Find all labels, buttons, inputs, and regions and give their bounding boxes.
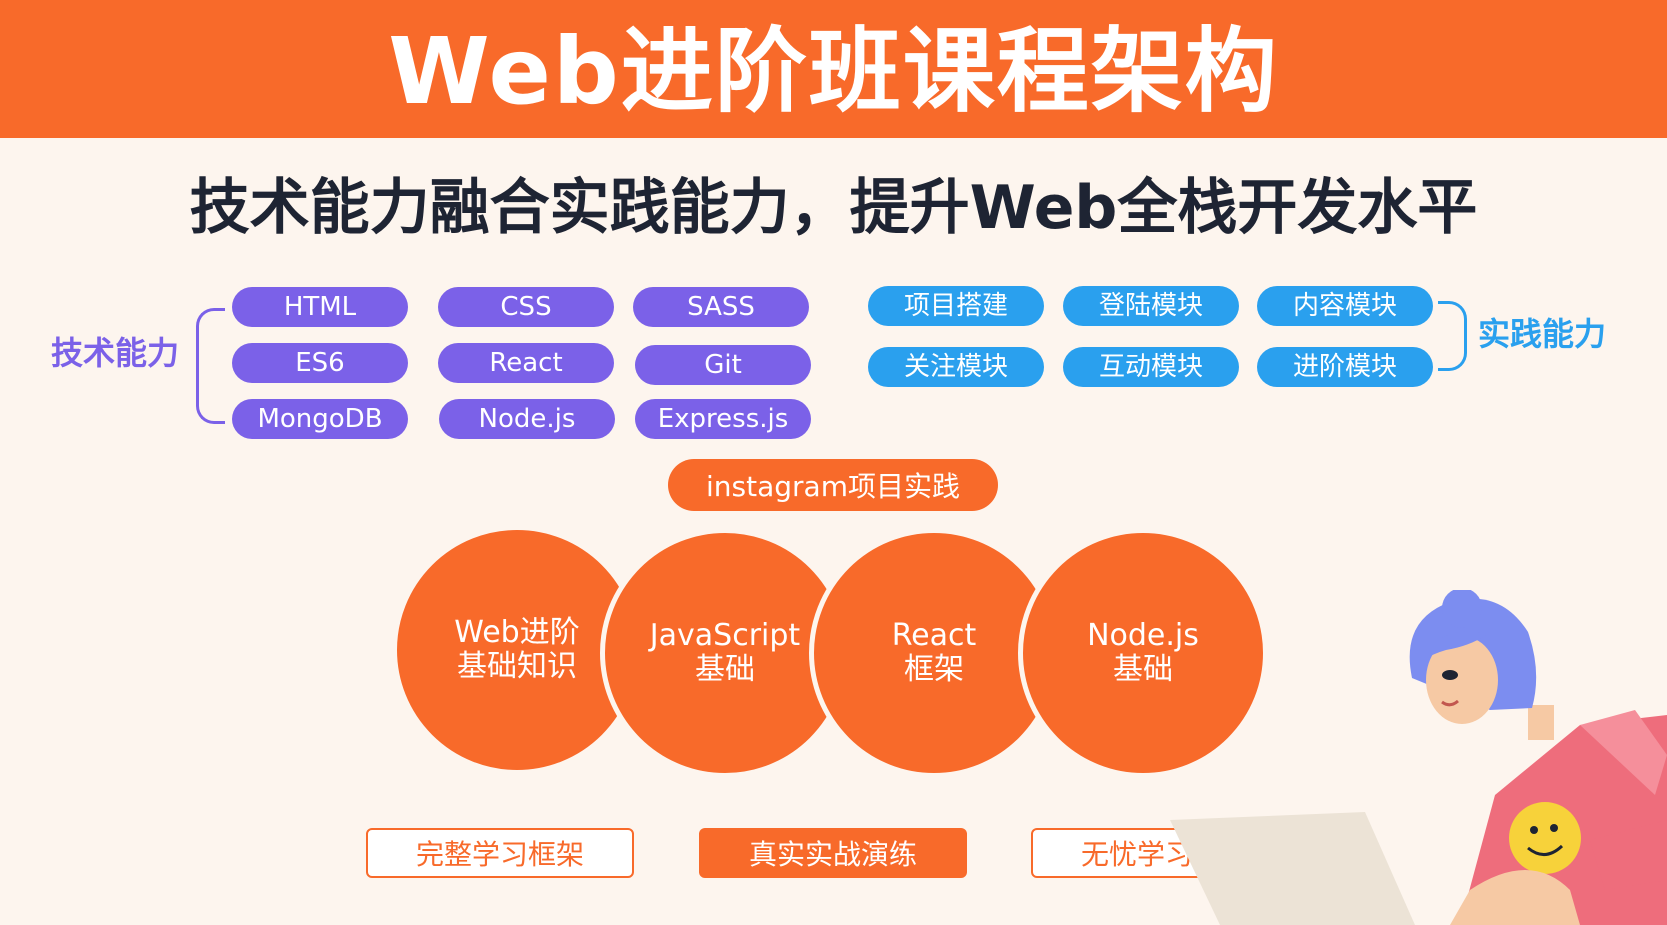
tech-ability-label: 技术能力 — [51, 334, 180, 372]
practice-ability-label: 实践能力 — [1478, 315, 1607, 353]
practice-pill-content-module: 内容模块 — [1257, 286, 1433, 326]
practice-pill-follow-module: 关注模块 — [868, 347, 1044, 387]
tech-pill-mongodb: MongoDB — [232, 399, 408, 439]
tech-pill-git: Git — [635, 345, 811, 385]
circle-line-2: 基础知识 — [457, 649, 577, 684]
circle-nodejs-basics: Node.js 基础 — [1018, 528, 1268, 778]
tech-pill-expressjs: Express.js — [635, 399, 811, 439]
tech-pill-sass: SASS — [633, 287, 809, 327]
practice-bracket — [1438, 301, 1467, 371]
feature-complete-framework: 完整学习框架 — [366, 828, 634, 878]
circle-line-2: 基础 — [1113, 652, 1173, 687]
arm-shape — [1450, 870, 1580, 925]
circle-line-1: React — [891, 617, 977, 653]
page-title: Web进阶班课程架构 — [388, 18, 1279, 125]
circle-line-1: JavaScript — [649, 617, 801, 653]
tech-bracket — [196, 308, 225, 424]
laptop-icon — [1170, 812, 1415, 925]
practice-pill-advanced-module: 进阶模块 — [1257, 347, 1433, 387]
subtitle: 技术能力融合实践能力，提升Web全栈开发水平 — [189, 173, 1478, 243]
tech-pill-es6: ES6 — [232, 343, 408, 383]
smiley-icon — [1509, 802, 1581, 874]
tech-pill-nodejs: Node.js — [439, 399, 615, 439]
circle-line-1: Web进阶 — [454, 614, 580, 650]
circle-line-2: 基础 — [695, 652, 755, 687]
practice-pill-interaction-module: 互动模块 — [1063, 347, 1239, 387]
practice-pill-project-setup: 项目搭建 — [868, 286, 1044, 326]
student-illustration — [1170, 590, 1667, 925]
feature-real-practice: 真实实战演练 — [699, 828, 967, 878]
project-practice-pill: instagram项目实践 — [668, 459, 998, 511]
tech-pill-html: HTML — [232, 287, 408, 327]
circle-line-1: Node.js — [1087, 617, 1199, 653]
circle-react-framework: React 框架 — [809, 528, 1059, 778]
header-band: Web进阶班课程架构 — [0, 0, 1667, 138]
circle-line-2: 框架 — [904, 652, 964, 687]
tech-pill-css: CSS — [438, 287, 614, 327]
practice-pill-login-module: 登陆模块 — [1063, 286, 1239, 326]
tech-pill-react: React — [438, 343, 614, 383]
